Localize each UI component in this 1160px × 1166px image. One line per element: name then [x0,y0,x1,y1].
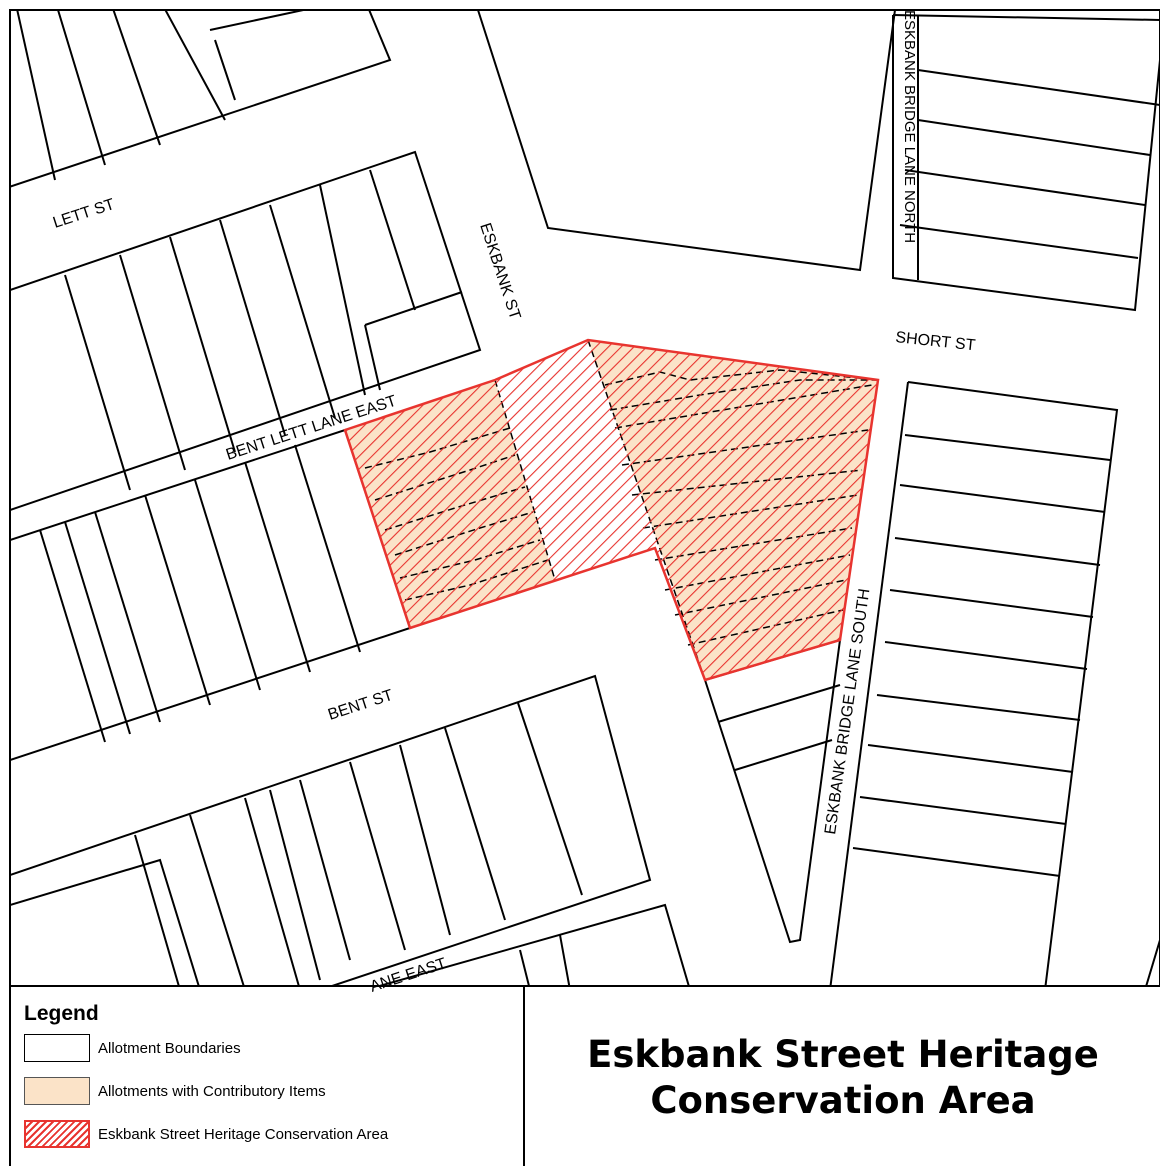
legend-title: Legend [24,1002,99,1025]
label-eskbank-st: ESKBANK ST [476,221,523,322]
title-line-1: Eskbank Street Heritage [587,1033,1099,1076]
label-short-st: SHORT ST [895,329,977,354]
legend: Legend Allotment Boundaries Allotments w… [10,990,524,1166]
legend-item-hca: Eskbank Street Heritage Conservation Are… [24,1119,388,1149]
label-lett-st: LETT ST [51,196,117,232]
red-hatch-box-icon [24,1120,90,1148]
legend-item-allotment-boundaries: Allotment Boundaries [24,1033,241,1063]
legend-item-contributory: Allotments with Contributory Items [24,1076,326,1106]
heritage-conservation-area[interactable] [343,338,880,682]
white-box-icon [24,1034,90,1062]
label-bent-st: BENT ST [326,687,395,724]
label-eskbank-bridge-lane-north: ESKBANK BRIDGE LANE NORTH [901,10,918,243]
allotment-boundaries [10,10,1160,986]
peach-box-icon [24,1077,90,1105]
title-line-2: Conservation Area [650,1079,1036,1122]
